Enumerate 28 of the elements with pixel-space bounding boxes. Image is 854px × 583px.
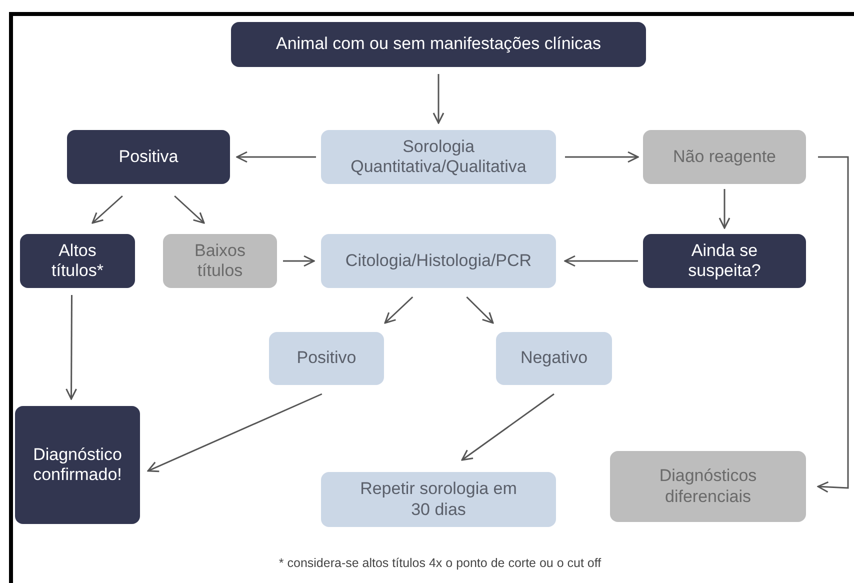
flow-box: Baixos títulos	[163, 234, 277, 288]
arrow	[564, 255, 638, 267]
arrow	[236, 151, 316, 163]
footnote: * considera-se altos títulos 4x o ponto de corte ou o cut off	[278, 556, 602, 570]
flow-box: Positivo	[269, 332, 384, 385]
flow-box: Citologia/Histologia/PCR	[321, 234, 556, 288]
flow-box: Diagnóstico confirmado!	[15, 406, 140, 524]
arrow	[147, 393, 322, 472]
flow-box: Ainda se suspeita?	[643, 234, 806, 288]
arrow	[466, 296, 494, 324]
arrow	[565, 151, 639, 163]
arrow	[817, 156, 849, 493]
arrow	[461, 393, 554, 461]
flow-box: Positiva	[67, 130, 230, 184]
arrow	[718, 189, 730, 229]
arrow	[174, 195, 205, 224]
arrow	[283, 255, 315, 267]
flow-box: Repetir sorologia em 30 dias	[321, 472, 556, 527]
arrow	[432, 74, 444, 124]
arrow	[66, 295, 78, 400]
flow-box: Não reagente	[643, 130, 806, 184]
flow-box: Sorologia Quantitativa/Qualitativa	[321, 130, 556, 184]
arrow	[384, 296, 414, 324]
flow-box: Diagnósticos diferenciais	[610, 451, 806, 522]
flow-box: Altos títulos*	[20, 234, 135, 288]
arrow	[92, 195, 123, 224]
flow-box: Negativo	[496, 332, 612, 385]
flow-box: Animal com ou sem manifestações clínicas	[231, 22, 646, 67]
